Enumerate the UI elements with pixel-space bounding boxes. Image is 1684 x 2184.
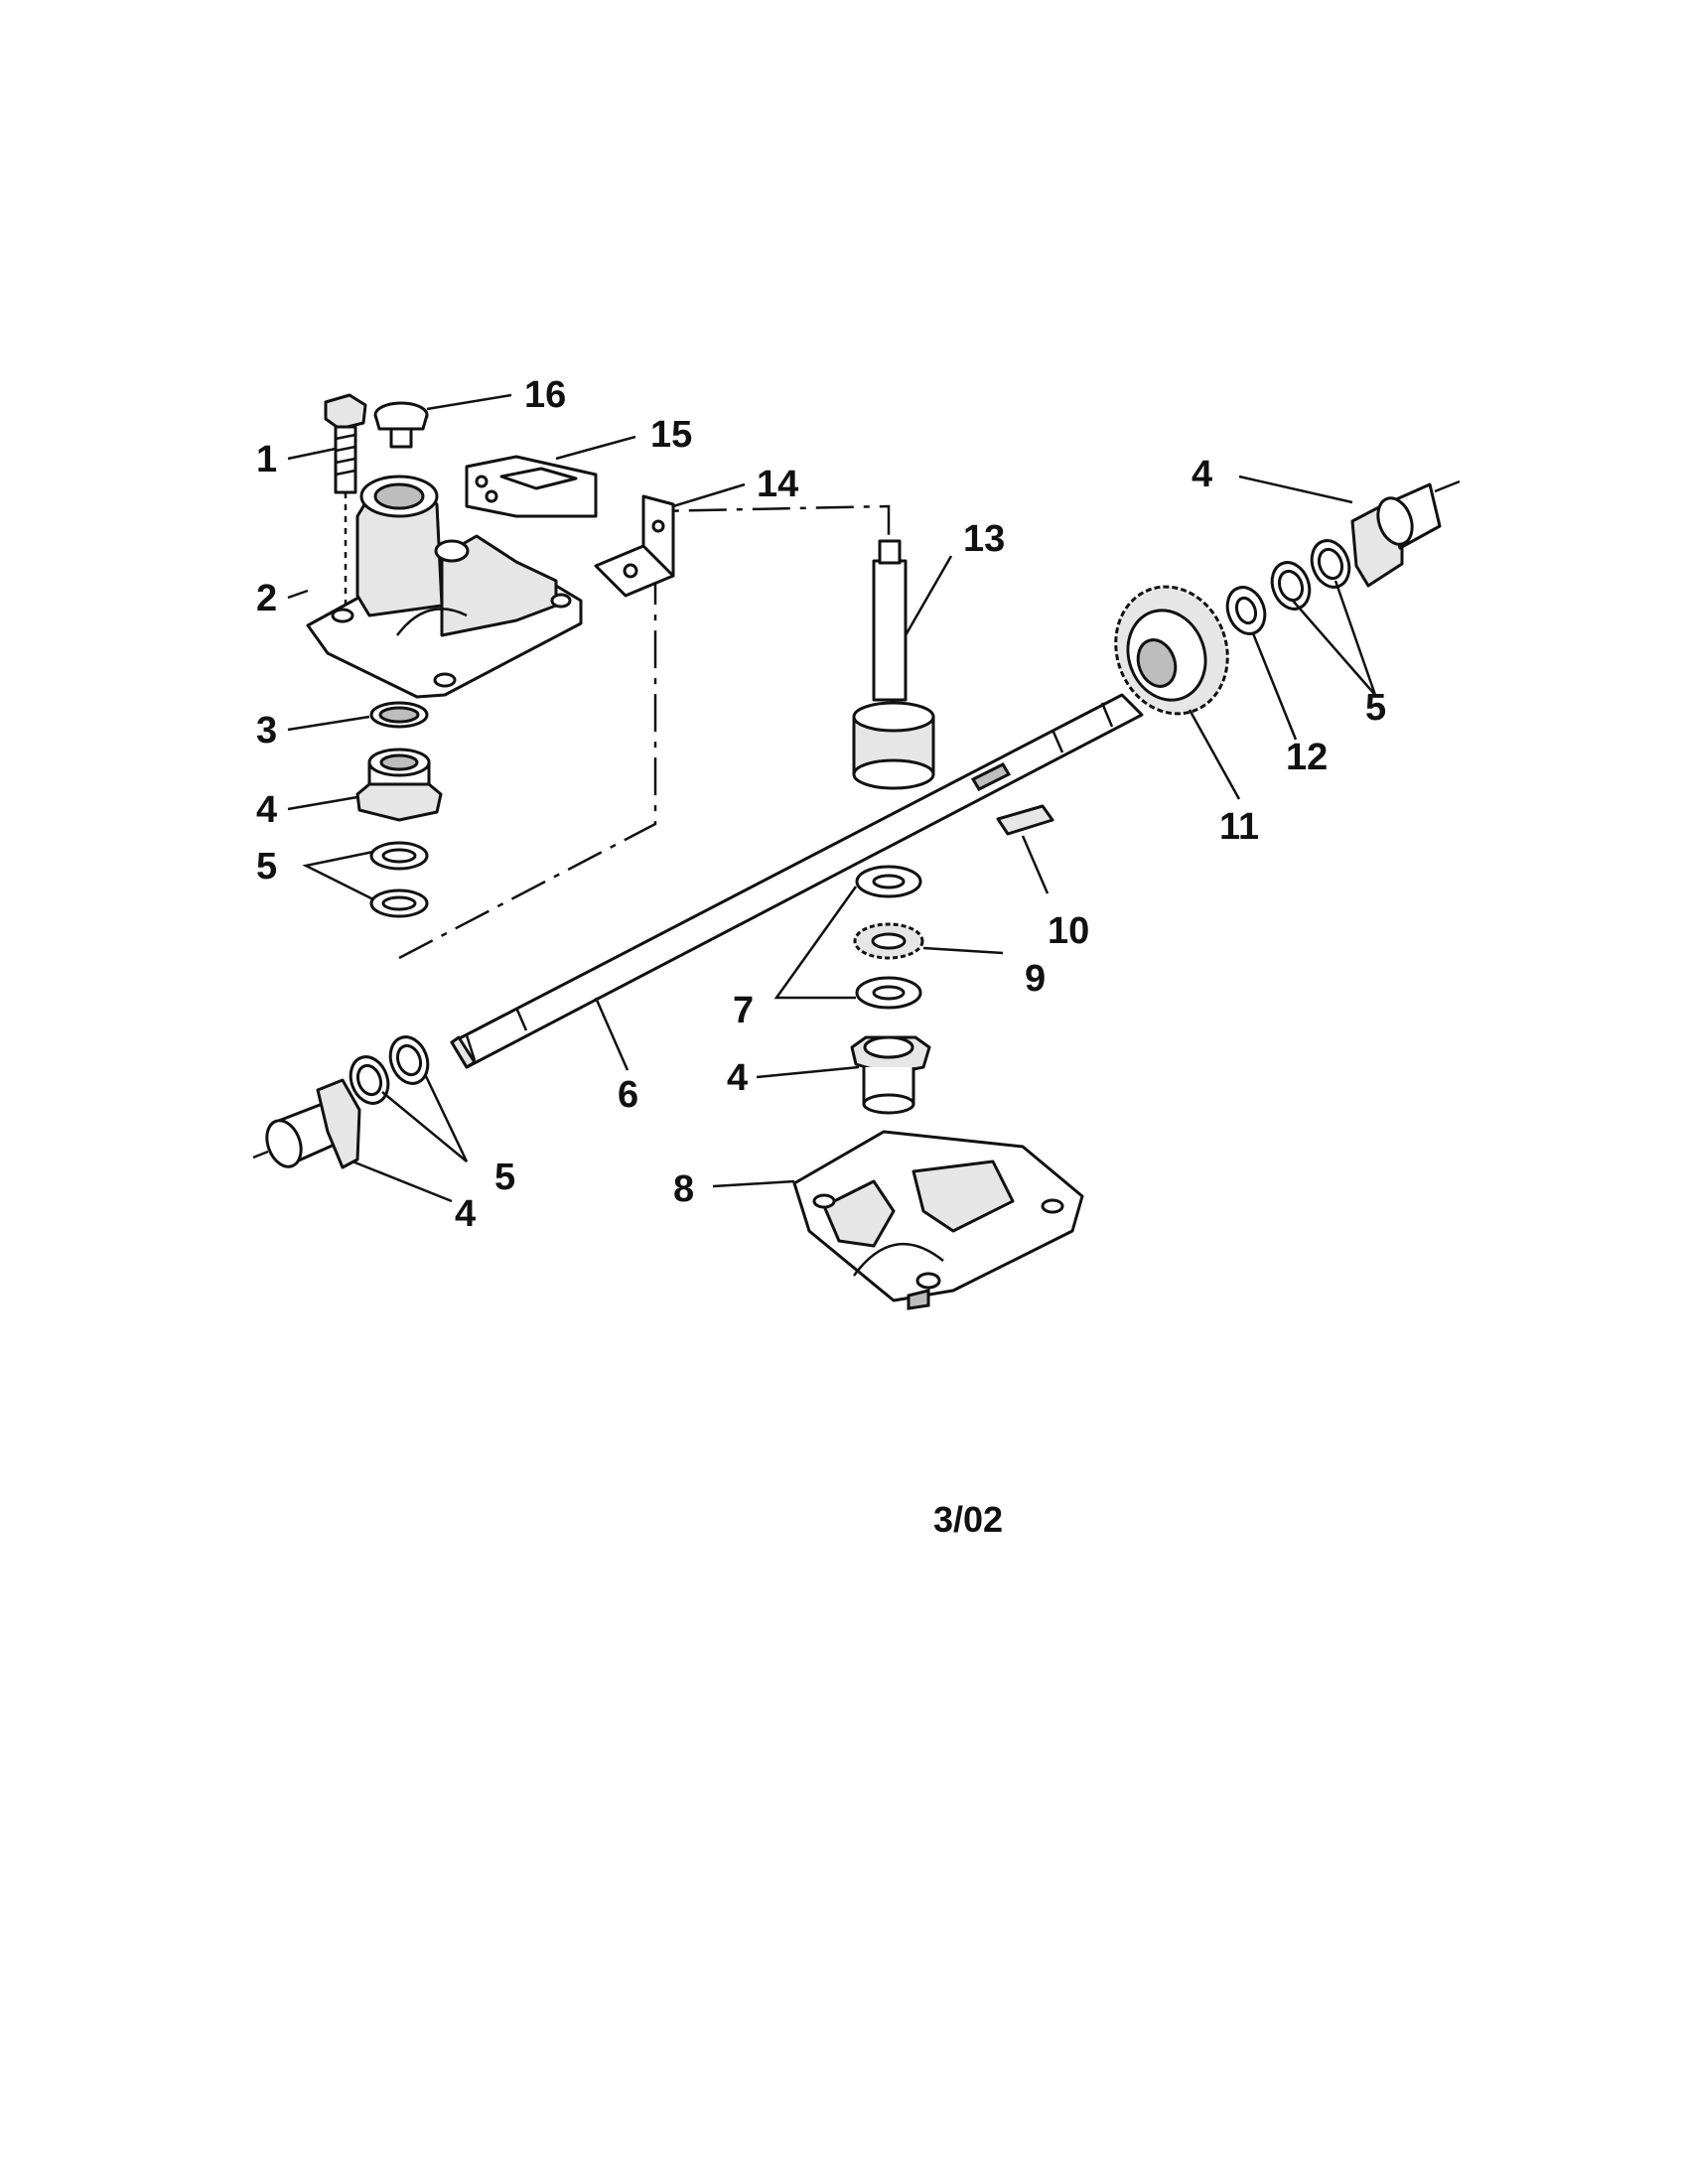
part-16-plug xyxy=(373,401,429,449)
part-12-washer xyxy=(1225,586,1267,635)
part-8-lower-housing xyxy=(792,1130,1084,1310)
part-4-bushing-right xyxy=(1350,479,1461,588)
callout-labels: 1 16 15 14 2 3 4 5 13 4 5 12 11 10 9 7 4… xyxy=(256,374,1386,1235)
callout-2: 2 xyxy=(256,578,277,619)
callout-14: 14 xyxy=(757,464,798,505)
callout-11: 11 xyxy=(1219,806,1259,848)
part-6-shaft xyxy=(450,693,1144,1069)
callout-3: 3 xyxy=(256,710,277,751)
part-4-bushing-lower xyxy=(850,1035,931,1115)
callout-5-right: 5 xyxy=(1365,687,1386,729)
leader-lines xyxy=(287,393,1377,1203)
callout-10: 10 xyxy=(1048,910,1089,952)
part-5-washers-upper xyxy=(369,841,429,918)
part-3-seal xyxy=(369,701,429,729)
part-14-bracket xyxy=(594,494,675,598)
part-5-washers-left xyxy=(349,1035,430,1105)
part-11-gear xyxy=(1114,585,1229,716)
revision-date: 3/02 xyxy=(933,1499,1003,1540)
callout-1: 1 xyxy=(256,439,277,480)
part-1-bolt xyxy=(324,393,367,615)
callout-7: 7 xyxy=(733,990,754,1031)
callout-4-right: 4 xyxy=(1192,454,1212,495)
callout-16: 16 xyxy=(524,374,566,416)
callout-5-left: 5 xyxy=(494,1157,515,1198)
part-15-bracket xyxy=(465,455,598,518)
part-4-bushing-upper xyxy=(355,748,443,822)
part-5-washers-right xyxy=(1270,539,1351,611)
callout-4-upper: 4 xyxy=(256,789,277,831)
part-13-vertical-shaft xyxy=(852,539,935,790)
callout-8: 8 xyxy=(673,1168,694,1210)
callout-4-lower: 4 xyxy=(727,1057,748,1099)
callout-5-upper: 5 xyxy=(256,846,277,887)
callout-9: 9 xyxy=(1025,958,1046,1000)
part-7-washer-bottom xyxy=(855,976,922,1010)
callout-6: 6 xyxy=(618,1074,638,1116)
callout-12: 12 xyxy=(1286,737,1328,778)
callout-13: 13 xyxy=(963,518,1005,560)
part-7-washer-top xyxy=(855,865,922,898)
part-4-bushing-left xyxy=(252,1078,361,1169)
part-9-thrust-bearing xyxy=(853,922,924,960)
callout-4-left: 4 xyxy=(455,1193,476,1235)
part-2-upper-housing xyxy=(306,475,583,699)
part-10-key xyxy=(996,804,1054,836)
callout-15: 15 xyxy=(650,414,692,456)
